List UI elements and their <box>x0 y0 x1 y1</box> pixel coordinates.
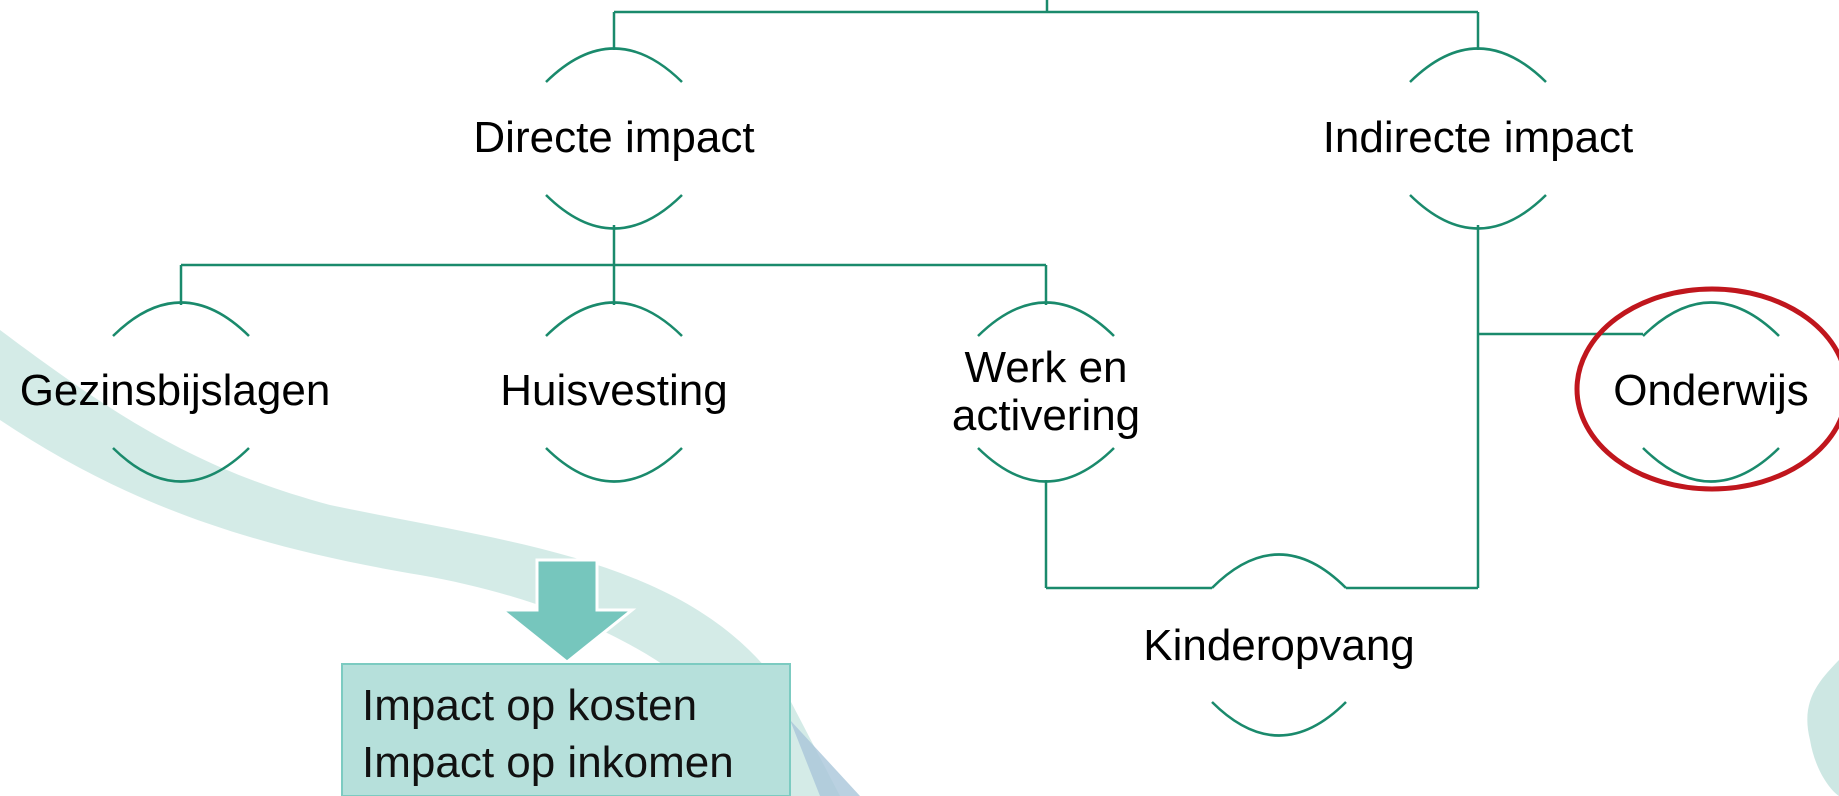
background-decoration <box>0 330 1839 796</box>
highlight-ring <box>1574 286 1839 492</box>
bracket-top <box>545 47 683 83</box>
impact-box-background <box>341 663 791 796</box>
node-werk-line1: Werk en <box>964 343 1127 392</box>
bracket-top <box>1642 301 1780 337</box>
down-arrow-icon <box>497 558 637 664</box>
background-swoosh-lower <box>790 720 860 796</box>
node-gezinsbijslagen: Gezinsbijslagen <box>20 366 331 415</box>
node-kinderopvang: Kinderopvang <box>1143 621 1415 670</box>
node-brackets <box>112 47 1780 737</box>
impact-box-line-inkomen: Impact op inkomen <box>362 738 734 787</box>
background-blob-right <box>1807 660 1839 796</box>
impact-box-line-kosten: Impact op kosten <box>362 681 697 730</box>
bracket-bottom <box>1409 194 1547 230</box>
bracket-top <box>112 301 250 337</box>
bracket-bottom <box>1211 701 1347 737</box>
bracket-bottom <box>545 194 683 230</box>
bracket-bottom <box>977 447 1115 483</box>
node-directe-impact: Directe impact <box>473 113 754 162</box>
connectors <box>179 0 1643 590</box>
node-labels: Directe impact Indirecte impact Gezinsbi… <box>20 113 1809 670</box>
background-swoosh <box>0 330 840 796</box>
node-werk-line2: activering <box>952 391 1140 440</box>
impact-box: Impact op kosten Impact op inkomen <box>341 663 791 796</box>
bracket-top <box>1409 47 1547 83</box>
node-huisvesting: Huisvesting <box>500 366 727 415</box>
bracket-top <box>545 301 683 337</box>
bracket-bottom <box>112 447 250 483</box>
node-onderwijs: Onderwijs <box>1613 366 1809 415</box>
bracket-bottom <box>1642 447 1780 483</box>
bracket-bottom <box>545 447 683 483</box>
node-indirecte-impact: Indirecte impact <box>1323 113 1634 162</box>
bracket-top <box>977 301 1115 337</box>
bracket-top <box>1211 553 1347 589</box>
